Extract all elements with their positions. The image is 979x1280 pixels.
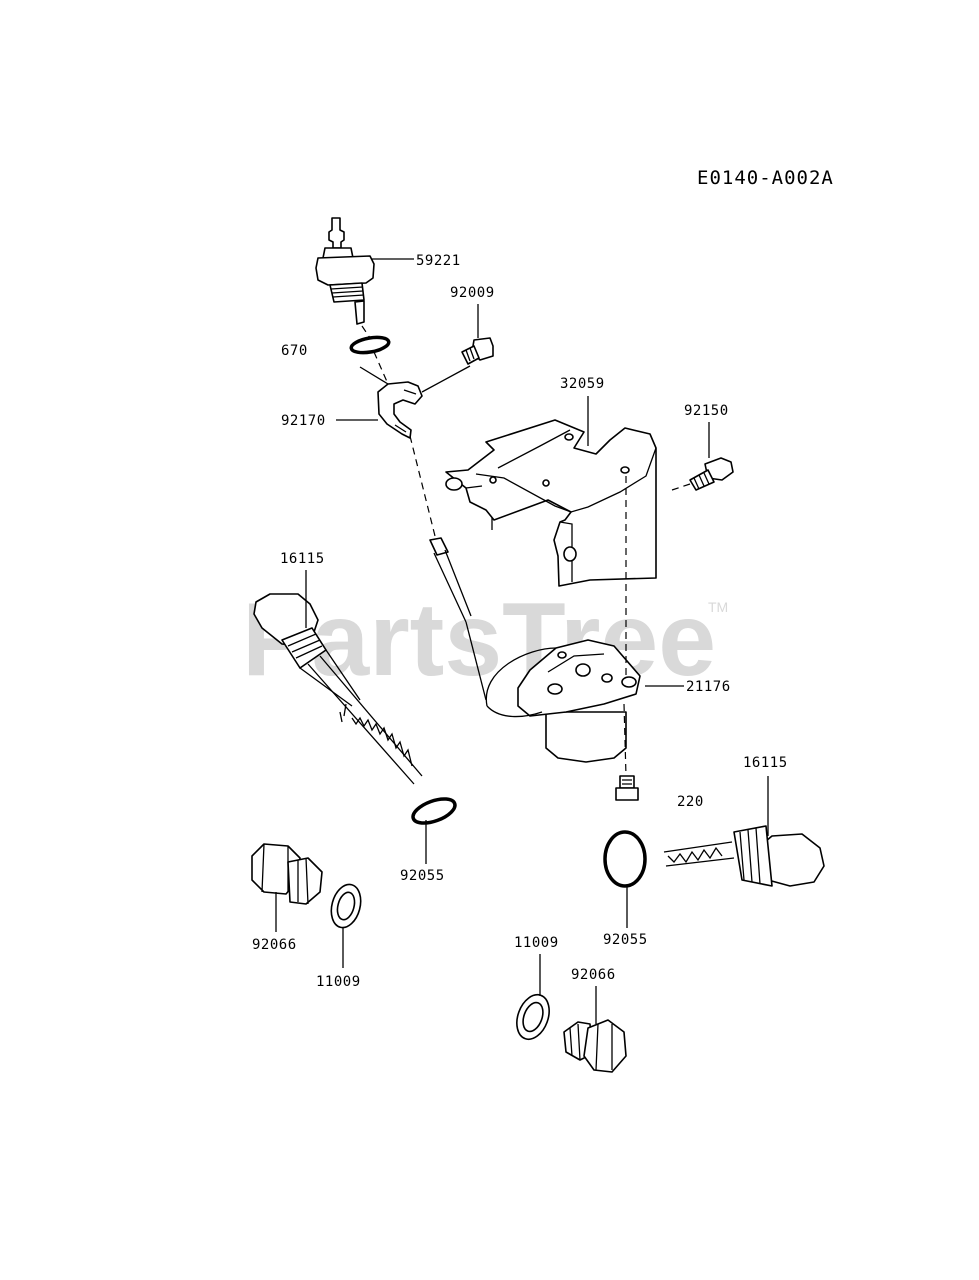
part-92066-drain-plug-left[interactable] [251, 843, 323, 905]
callout-59221[interactable]: 59221 [416, 253, 461, 269]
callout-670[interactable]: 670 [281, 343, 308, 359]
part-16115-dipstick-right[interactable] [663, 825, 825, 887]
part-11009-washer-right[interactable] [511, 990, 555, 1043]
part-32059-bracket[interactable] [445, 419, 657, 587]
part-670-o-ring[interactable] [349, 335, 391, 355]
callout-92150[interactable]: 92150 [684, 403, 729, 419]
callout-32059[interactable]: 32059 [560, 376, 605, 392]
part-16115-dipstick-left[interactable] [253, 593, 423, 785]
callout-21176[interactable]: 21176 [686, 679, 731, 695]
callout-11009-right[interactable]: 11009 [514, 935, 559, 951]
part-92009-bolt[interactable] [461, 337, 494, 365]
callout-92066-left[interactable]: 92066 [252, 937, 297, 953]
callout-92055-right[interactable]: 92055 [603, 932, 648, 948]
part-wire-rod [429, 537, 487, 701]
part-92066-drain-plug-right[interactable] [563, 1019, 627, 1073]
part-11009-washer-left[interactable] [327, 881, 365, 931]
part-92055-o-ring-right[interactable] [603, 830, 647, 888]
callout-labels: 59221 92009 670 92170 32059 92150 16115 … [252, 253, 788, 990]
part-92150-bolt[interactable] [689, 457, 734, 491]
leader-lines [275, 258, 769, 1024]
part-59221-fitting[interactable] [315, 217, 375, 325]
assembly-lines [361, 325, 691, 777]
callout-92066-right[interactable]: 92066 [571, 967, 616, 983]
callout-11009-left[interactable]: 11009 [316, 974, 361, 990]
diagram-code: E0140-A002A [697, 167, 834, 189]
callout-92055-left[interactable]: 92055 [400, 868, 445, 884]
callout-16115-left[interactable]: 16115 [280, 551, 325, 567]
callout-92009[interactable]: 92009 [450, 285, 495, 301]
part-92055-o-ring-left[interactable] [410, 794, 458, 828]
part-21176-oil-level-switch[interactable] [485, 639, 641, 801]
part-92170-bracket[interactable] [377, 381, 423, 439]
watermark-trademark: TM [708, 599, 728, 615]
callout-16115-right[interactable]: 16115 [743, 755, 788, 771]
callout-92170[interactable]: 92170 [281, 413, 326, 429]
callout-220[interactable]: 220 [677, 794, 704, 810]
